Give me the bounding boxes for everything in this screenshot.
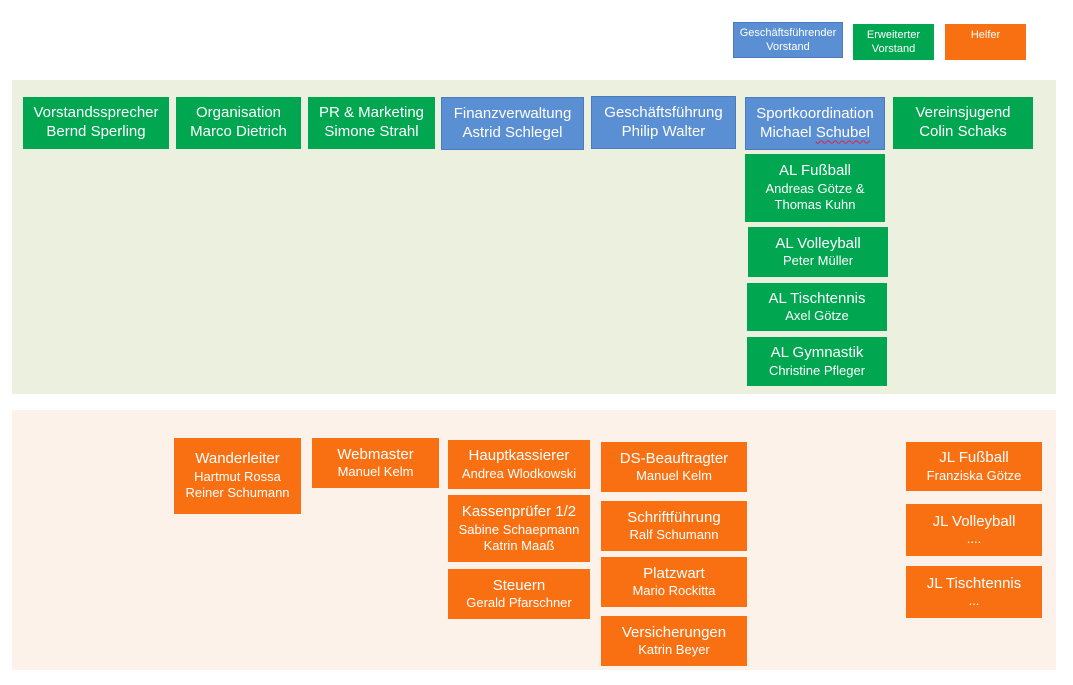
node-title: Versicherungen xyxy=(621,623,727,641)
node-person-last: Schubel xyxy=(815,123,871,141)
node-kassenpruefer: Kassenprüfer 1/2 Sabine Schaepmann Katri… xyxy=(448,495,590,562)
node-person: .... xyxy=(966,531,982,547)
node-person: Katrin Beyer xyxy=(638,642,710,658)
legend-helfer-label: Helfer xyxy=(970,29,1001,41)
node-person: Katrin Maaß xyxy=(483,537,555,553)
node-person: Marco Dietrich xyxy=(190,123,287,140)
node-title: Organisation xyxy=(195,104,282,122)
node-person: Christine Pfleger xyxy=(768,362,866,378)
node-geschaeftsfuehrung: Geschäftsführung Philip Walter xyxy=(591,96,736,149)
node-person: Mario Rockitta xyxy=(632,583,716,599)
node-title: Platzwart xyxy=(643,564,705,582)
node-title: DS-Beauftragter xyxy=(619,449,729,467)
node-pr-marketing: PR & Marketing Simone Strahl xyxy=(308,97,435,149)
node-title: Wanderleiter xyxy=(195,450,280,468)
node-person: Hartmut Rossa xyxy=(194,469,281,485)
node-person-first: Michael xyxy=(759,123,816,141)
node-jl-fussball: JL Fußball Franziska Götze xyxy=(906,442,1042,491)
node-title: AL Tischtennis xyxy=(768,289,866,307)
node-person: Manuel Kelm xyxy=(337,464,414,480)
node-wanderleiter: Wanderleiter Hartmut Rossa Reiner Schuma… xyxy=(174,438,301,514)
node-title: PR & Marketing xyxy=(318,104,425,122)
node-person: Ralf Schumann xyxy=(629,527,719,543)
node-person: Sabine Schaepmann xyxy=(458,521,580,537)
node-organisation: Organisation Marco Dietrich xyxy=(176,97,301,149)
node-person: Michael Schubel xyxy=(760,124,870,143)
node-title: Vorstandssprecher xyxy=(33,104,159,122)
node-title: Kassenprüfer 1/2 xyxy=(461,502,577,520)
legend-geschaeftsfuehrend: Geschäftsführender Vorstand xyxy=(733,22,843,58)
node-person: Franziska Götze xyxy=(926,467,1022,483)
node-person: ... xyxy=(968,593,980,609)
node-jl-tischtennis: JL Tischtennis ... xyxy=(906,566,1042,618)
node-title: Vereinsjugend xyxy=(915,104,1011,122)
node-finanzverwaltung: Finanzverwaltung Astrid Schlegel xyxy=(441,97,584,150)
node-person: Axel Götze xyxy=(785,308,849,324)
node-title: Hauptkassierer xyxy=(468,447,570,464)
node-person: Peter Müller xyxy=(782,253,854,269)
node-steuern: Steuern Gerald Pfarschner xyxy=(448,569,590,619)
node-vereinsjugend: Vereinsjugend Colin Schaks xyxy=(893,97,1033,149)
node-title: Steuern xyxy=(492,576,546,594)
node-title: Webmaster xyxy=(337,445,414,463)
legend-erweitert-line2: Vorstand xyxy=(871,43,916,55)
node-person: Bernd Sperling xyxy=(46,123,146,140)
node-person: Philip Walter xyxy=(621,122,706,140)
node-jl-volleyball: JL Volleyball .... xyxy=(906,504,1042,556)
node-title: JL Tischtennis xyxy=(926,574,1022,592)
node-person: Astrid Schlegel xyxy=(462,123,563,141)
node-versicherungen: Versicherungen Katrin Beyer xyxy=(601,616,747,666)
node-title: AL Fußball xyxy=(779,162,851,180)
node-al-tischtennis: AL Tischtennis Axel Götze xyxy=(747,283,887,331)
node-person: Thomas Kuhn xyxy=(774,197,856,213)
node-al-volleyball: AL Volleyball Peter Müller xyxy=(748,227,888,277)
legend-geschaeftsfuehrend-line1: Geschäftsführender xyxy=(739,26,837,39)
node-al-fussball: AL Fußball Andreas Götze & Thomas Kuhn xyxy=(745,154,885,222)
node-title: Schriftführung xyxy=(627,508,721,526)
node-title: AL Gymnastik xyxy=(770,344,864,361)
node-vorstandssprecher: Vorstandssprecher Bernd Sperling xyxy=(23,97,169,149)
legend-erweitert: Erweiterter Vorstand xyxy=(853,24,934,60)
node-platzwart: Platzwart Mario Rockitta xyxy=(601,557,747,607)
node-person: Gerald Pfarschner xyxy=(466,595,572,611)
legend-geschaeftsfuehrend-line2: Vorstand xyxy=(766,41,810,53)
node-person: Andrea Wlodkowski xyxy=(461,465,577,481)
node-person: Colin Schaks xyxy=(919,123,1007,140)
node-person: Manuel Kelm xyxy=(636,468,712,484)
node-title: AL Volleyball xyxy=(775,234,861,252)
node-schriftfuehrung: Schriftführung Ralf Schumann xyxy=(601,501,747,551)
node-person: Andreas Götze & xyxy=(765,181,865,197)
legend-helfer: Helfer xyxy=(945,24,1026,60)
node-title: JL Volleyball xyxy=(932,512,1016,530)
node-title: Geschäftsführung xyxy=(604,103,723,121)
legend-erweitert-line1: Erweiterter xyxy=(866,28,921,41)
node-ds-beauftragter: DS-Beauftragter Manuel Kelm xyxy=(601,442,747,492)
node-title: JL Fußball xyxy=(939,449,1009,466)
node-person: Reiner Schumann xyxy=(185,485,290,501)
node-al-gymnastik: AL Gymnastik Christine Pfleger xyxy=(747,337,887,386)
node-hauptkassierer: Hauptkassierer Andrea Wlodkowski xyxy=(448,440,590,489)
node-webmaster: Webmaster Manuel Kelm xyxy=(312,438,439,488)
node-title: Sportkoordination xyxy=(756,104,874,122)
node-title: Finanzverwaltung xyxy=(453,104,572,122)
node-person: Simone Strahl xyxy=(324,123,419,140)
node-sportkoordination: Sportkoordination Michael Schubel xyxy=(745,97,885,150)
